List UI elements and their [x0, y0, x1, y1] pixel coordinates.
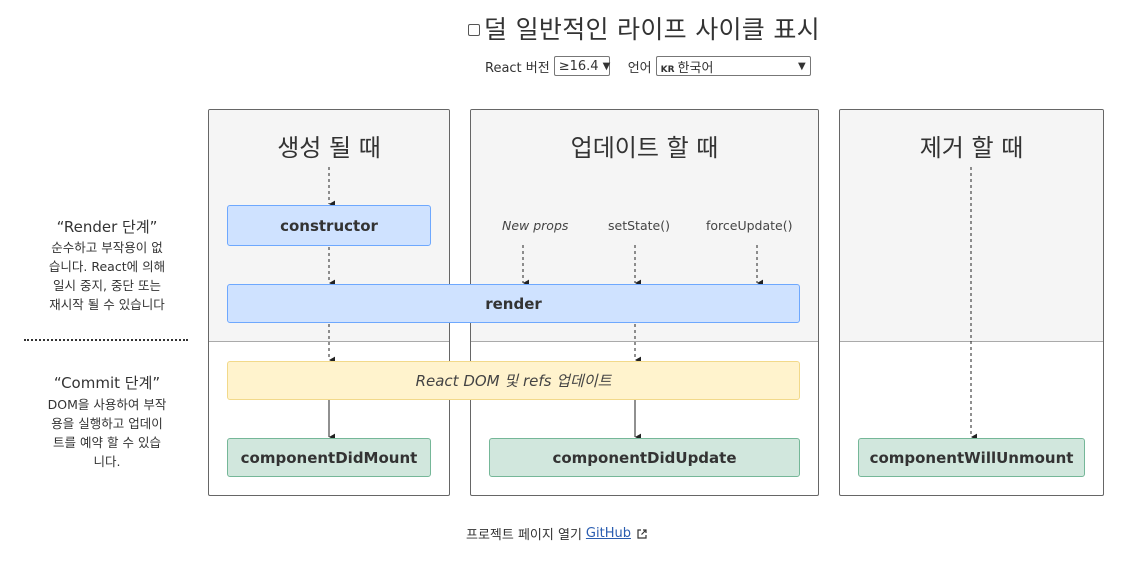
render-phase-title: “Render 단계” [56, 218, 158, 236]
language-flag: KR [660, 64, 675, 75]
render-box[interactable]: render [227, 284, 800, 323]
constructor-box[interactable]: constructor [227, 205, 431, 246]
phase-divider [24, 339, 188, 341]
react-version-value: ≥16.4 [558, 58, 599, 74]
show-less-common-lifecycles-checkbox[interactable] [468, 24, 481, 36]
external-link-icon[interactable] [637, 528, 647, 539]
component-did-mount-box[interactable]: componentDidMount [227, 438, 431, 477]
chevron-down-icon: ▼ [797, 60, 806, 72]
react-version-label: React 버전 [485, 60, 550, 76]
new-props-label: New props [502, 218, 569, 233]
render-desc-line: 일시 중지, 중단 또는 [53, 278, 161, 293]
commit-desc-line: DOM을 사용하여 부작 [47, 397, 167, 412]
commit-desc-line: 용을 실행하고 업데이 [51, 416, 163, 431]
language-label: 언어 [627, 60, 652, 76]
footer-text: 프로젝트 페이지 열기 [466, 528, 582, 543]
force-update-label: forceUpdate() [706, 218, 793, 233]
react-version-select[interactable]: ≥16.4 ▼ [553, 56, 611, 76]
render-desc-line: 순수하고 부작용이 없 [51, 240, 163, 255]
render-phase-description: 순수하고 부작용이 없 습니다. React에 의해 일시 중지, 중단 또는 … [32, 238, 182, 314]
set-state-label: setState() [608, 218, 670, 233]
react-dom-update-box: React DOM 및 refs 업데이트 [227, 361, 800, 400]
unmounting-render-area [840, 110, 1103, 342]
language-value: 한국어 [677, 60, 714, 76]
commit-desc-line: 니다. [93, 454, 121, 469]
unmounting-column-title: 제거 할 때 [919, 134, 1024, 162]
component-will-unmount-box[interactable]: componentWillUnmount [858, 438, 1085, 477]
commit-phase-title: “Commit 단계” [53, 374, 161, 392]
chevron-down-icon: ▼ [602, 60, 611, 72]
render-desc-line: 습니다. React에 의해 [48, 259, 166, 274]
checkbox-label[interactable]: 덜 일반적인 라이프 사이클 표시 [484, 15, 820, 44]
commit-phase-description: DOM을 사용하여 부작 용을 실행하고 업데이 트를 예약 할 수 있습 니다… [32, 395, 182, 471]
footer: 프로젝트 페이지 열기 GitHub [466, 524, 647, 543]
github-link[interactable]: GitHub [585, 526, 631, 541]
component-did-update-box[interactable]: componentDidUpdate [489, 438, 800, 477]
mounting-column-title: 생성 될 때 [277, 134, 381, 162]
header: 덜 일반적인 라이프 사이클 표시 [0, 10, 1138, 46]
updating-column-title: 업데이트 할 때 [570, 134, 719, 162]
commit-desc-line: 트를 예약 할 수 있습 [53, 435, 161, 450]
render-desc-line: 재시작 될 수 있습니다 [49, 297, 165, 312]
